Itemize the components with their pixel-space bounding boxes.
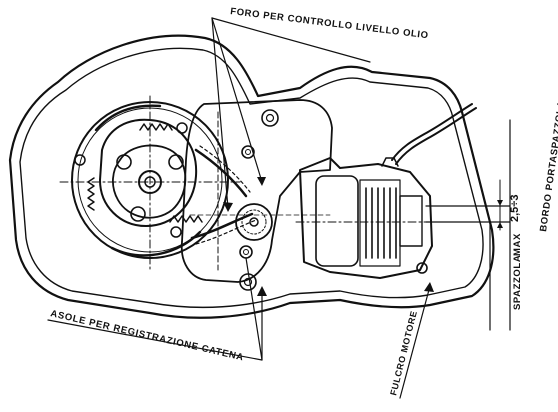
leader-lines [47,17,434,399]
cam-disc-assembly [59,95,241,271]
drive-chain [190,145,257,259]
brush-label: SPAZZOLA [512,255,523,310]
mounting-plate [180,99,333,283]
dimension-value: 2,5÷3 [509,195,521,222]
dimension-annotations [425,119,511,331]
springs [87,123,203,223]
motor-assembly [295,103,477,279]
drive-gear [235,203,273,241]
oil-hole-label: FORO PER CONTROLLO LIVELLO OLIO [230,6,429,41]
max-label: MAX [512,233,523,256]
housing-outline [8,34,495,319]
brush-holder-edge-label: BORDO PORTASPAZZOLA [538,100,558,233]
motor-windings [365,187,397,259]
